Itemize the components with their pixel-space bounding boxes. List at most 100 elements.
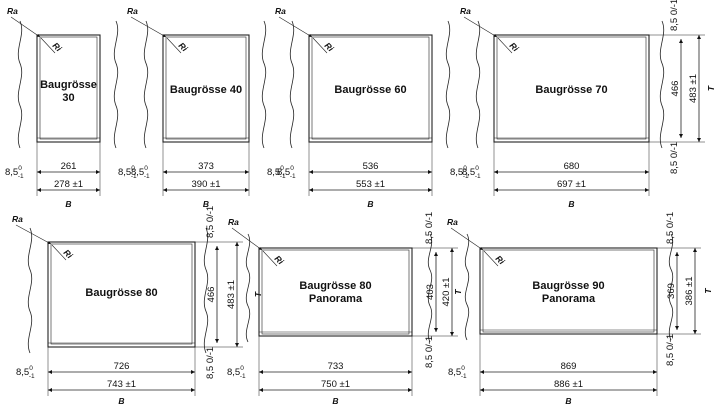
bg80-inner-frame [50,243,193,345]
bg40-outer-width-value: 390 ±1 [192,179,221,190]
bg80p-ri-leader [262,250,278,267]
bg90p-inner-width-value: 869 [561,361,577,372]
bg30-ra-leader [10,16,41,38]
bg70-tolerance-left: 8,50-1 [462,165,481,180]
bg80p-tolerance-bottom: 8,5 0/-1 [424,336,435,368]
bg80-wall-break-right [203,227,209,354]
bg80-ra-label: Ra [12,214,23,224]
bg70-tolerance-top: 8,5 0/-1 [669,0,680,31]
bg60-outer-frame [308,34,433,143]
bg80p-inner-height-value: 403 [425,284,436,300]
bg30-ri-label: Ri [51,40,65,54]
bg70-wall-break-left [475,20,481,149]
bg80-ra-leader [15,224,52,245]
bg70-ri-label: Ri [508,40,522,54]
bg80p-title: Panorama [309,293,363,305]
bg70-ra-label: Ra [460,6,471,16]
tolerance-text: 8,5 0/-1 [205,347,216,379]
bg80-ri-label: Ri [62,247,76,261]
tolerance-text: 8,5 0/-1 [665,334,676,366]
bg40-title: Baugrösse 40 [170,84,242,96]
bg30-wall-break-left [17,20,23,149]
bg70-wall-break-right [659,20,665,149]
bg40-wall-break-left [143,20,149,149]
bg60-tolerance-right: 8,50-1 [450,165,469,180]
bg90p-wall-break-right [668,233,674,341]
bg80p-wall-break-left [245,233,251,343]
bg30-ra-label: Ra [7,6,18,16]
bg90p-title: Panorama [542,293,596,305]
bg30-inner-frame [39,36,98,140]
bg80p-inner-width-value: 733 [328,361,344,372]
bg40-b-label: B [203,199,209,209]
bg90p-b-label: B [565,396,571,406]
bg90p-title: Baugrösse 90 [532,280,604,292]
bg90p-ra-label: Ra [447,217,458,227]
bg80p-outer-width-value: 750 ±1 [321,379,350,390]
bg80p-tolerance-top: 8,5 0/-1 [424,212,435,244]
bg40-inner-frame [165,36,247,140]
bg30-tolerance-right: 8,50-1 [118,165,137,180]
bg60-ra-leader [278,16,313,38]
bg80p-ra-label: Ra [228,217,239,227]
bg80-inner-width-value: 726 [114,361,130,372]
bg90p-tolerance-top: 8,5 0/-1 [665,212,676,244]
bg80p-wall-break-right [427,233,433,343]
bg80p-ra-leader [231,227,263,251]
bg70-ra-leader [463,16,498,38]
bg70-outer-height-value: 483 ±1 [688,74,699,103]
bg70-t-label: T [706,85,716,91]
bg80p-title: Baugrösse 80 [299,280,371,292]
tolerance-text: 8,5 0/-1 [665,212,676,244]
bg60-tolerance-left: 8,50-1 [277,165,296,180]
bg60-title: Baugrösse 60 [334,84,406,96]
bg90p-inner-frame [482,249,655,333]
bg30-title: 30 [62,92,74,104]
bg80p-inner-frame [261,249,410,335]
bg30-ri-leader [40,37,56,54]
tolerance-text: 8,5 0/-1 [424,336,435,368]
bg60-ri-leader [312,37,328,54]
bg90p-outer-height-value: 386 ±1 [684,277,695,306]
bg40-tolerance-right: 8,50-1 [267,165,286,180]
bg30-tolerance-left: 8,50-1 [5,165,24,180]
bg30-outer-frame [36,34,101,143]
bg90p-tolerance-left: 8,50-1 [448,365,467,380]
bg40-ra-label: Ra [127,6,138,16]
tolerance-text: 8,5 0/-1 [669,0,680,31]
bg80-inner-height-value: 466 [206,287,217,303]
tolerance-text: 8,5 0/-1 [424,212,435,244]
bg60-inner-width-value: 536 [363,161,379,172]
bg40-ri-leader [166,37,182,54]
bg70-inner-width-value: 680 [564,161,580,172]
bg80p-ri-label: Ri [273,253,287,267]
bg90p-inner-height-value: 369 [666,283,677,299]
bg90p-outer-frame [479,247,658,335]
bg80-title: Baugrösse 80 [85,287,157,299]
bg80-ri-leader [51,244,67,261]
bg80-b-label: B [118,396,124,406]
bg30-title: Baugrösse [40,79,97,91]
bg90p-ri-label: Ri [494,253,508,267]
bg80-tolerance-left: 8,50-1 [16,365,35,380]
bg80-wall-break-left [27,227,33,354]
bg80-tolerance-top: 8,5 0/-1 [205,206,216,238]
bg70-ri-leader [497,37,513,54]
bg90p-ra-leader [450,227,484,251]
bg80p-tolerance-left: 8,50-1 [227,365,246,380]
bg90p-outer-width-value: 886 ±1 [554,379,583,390]
tolerance-text: 8,5 0/-1 [205,206,216,238]
bg40-ra-leader [130,16,167,38]
bg70-inner-height-value: 466 [670,81,681,97]
bg30-b-label: B [65,199,71,209]
bg60-wall-break-left [289,20,295,149]
bg80p-outer-frame [258,247,413,337]
bg70-tolerance-bottom: 8,5 0/-1 [669,142,680,174]
bg80p-outer-height-value: 420 ±1 [441,278,452,307]
bg80-outer-frame [47,241,196,348]
bg90p-tolerance-bottom: 8,5 0/-1 [665,334,676,366]
bg60-outer-width-value: 553 ±1 [356,179,385,190]
bg80-tolerance-bottom: 8,5 0/-1 [205,347,216,379]
bg80p-t-label: T [453,289,463,295]
